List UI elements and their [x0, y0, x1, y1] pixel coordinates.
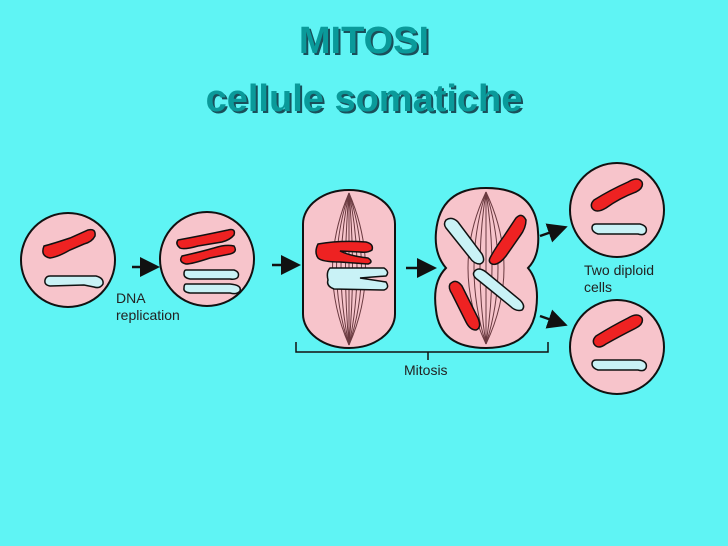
- cell-daughter-bottom: [569, 299, 665, 395]
- chromosome-blue-daughter-bottom: [591, 359, 648, 372]
- title-line-1: MITOSI: [298, 20, 430, 62]
- arrow-down: [539, 309, 568, 329]
- two-diploid-cells-label-line1: Two diploid: [584, 262, 655, 278]
- chromosome-red-a: [176, 228, 236, 250]
- chromosome-red-daughter-bottom: [592, 314, 644, 348]
- cell-anaphase: [434, 186, 540, 350]
- chromosome-red-top: [488, 214, 527, 266]
- title-line-2: cellule somatiche: [205, 78, 523, 120]
- chromosome-blue-metaphase: [326, 267, 389, 291]
- chromosome-blue-top: [443, 217, 485, 265]
- dna-replication-label: DNA replication: [116, 290, 180, 324]
- cell-metaphase: [302, 189, 396, 349]
- cell-parent: [20, 212, 116, 308]
- dna-replication-label-line2: replication: [116, 307, 180, 323]
- mitosis-bracket: [295, 342, 549, 353]
- chromosome-red-daughter-top: [590, 178, 644, 212]
- chromosome-blue-daughter-top: [591, 223, 648, 236]
- chromosome-red: [42, 228, 96, 259]
- cell-daughter-top: [569, 162, 665, 258]
- mitosis-label: Mitosis: [404, 362, 448, 378]
- chromosome-red-bottom: [448, 280, 481, 331]
- chromosome-blue-bottom: [472, 268, 525, 312]
- two-diploid-cells-label-line2: cells: [584, 279, 613, 295]
- chromosome-red-metaphase: [315, 240, 374, 265]
- arrow-up: [539, 223, 568, 243]
- chromosome-blue-a: [183, 269, 240, 280]
- dna-replication-label-line1: DNA: [116, 290, 146, 306]
- two-diploid-cells-label: Two diploid cells: [584, 262, 654, 296]
- cell-replicated: [159, 211, 255, 307]
- chromosome-blue-b: [183, 283, 242, 295]
- chromosome-red-b: [179, 244, 237, 265]
- chromosome-blue: [44, 275, 104, 289]
